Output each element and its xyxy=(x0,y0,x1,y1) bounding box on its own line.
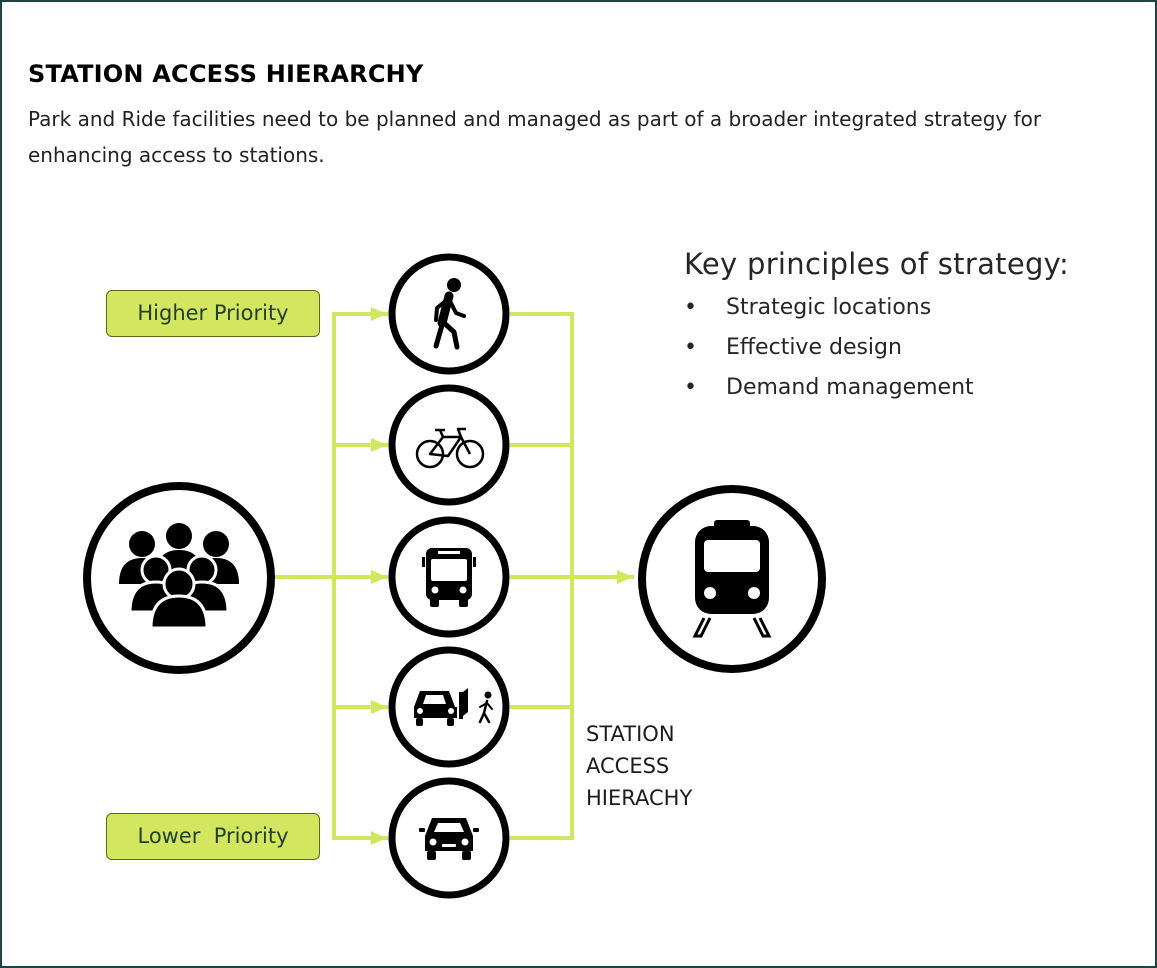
principle-text: Effective design xyxy=(726,335,902,360)
bicycle-icon xyxy=(388,384,510,506)
key-principles-list: • Strategic locations • Effective design… xyxy=(684,288,1069,408)
car-icon xyxy=(388,777,510,899)
principle-text: Demand management xyxy=(726,375,974,400)
caption-line: ACCESS xyxy=(586,754,670,778)
caption-line: HIERACHY xyxy=(586,786,693,810)
train-icon xyxy=(638,485,826,673)
lower-priority-label: Lower Priority xyxy=(106,813,320,860)
bullet-icon: • xyxy=(684,375,697,400)
key-principles-panel: Key principles of strategy: • Strategic … xyxy=(684,246,1069,408)
crowd-icon xyxy=(83,482,275,674)
bullet-icon: • xyxy=(684,335,697,360)
caption-line: STATION xyxy=(586,722,675,746)
bus-icon xyxy=(388,516,510,638)
intro-paragraph: Park and Ride facilities need to be plan… xyxy=(28,107,1042,167)
higher-priority-label: Higher Priority xyxy=(106,290,320,337)
kiss-and-ride-icon xyxy=(388,646,510,768)
page-title: STATION ACCESS HIERARCHY xyxy=(28,60,424,88)
list-item: • Demand management xyxy=(684,368,1069,408)
principle-text: Strategic locations xyxy=(726,295,932,320)
list-item: • Effective design xyxy=(684,328,1069,368)
bullet-icon: • xyxy=(684,295,697,320)
walking-icon xyxy=(388,253,510,375)
key-principles-heading: Key principles of strategy: xyxy=(684,247,1070,281)
flow-connectors xyxy=(270,307,634,845)
hierarchy-caption: STATION ACCESS HIERACHY xyxy=(586,718,692,814)
list-item: • Strategic locations xyxy=(684,288,1069,328)
